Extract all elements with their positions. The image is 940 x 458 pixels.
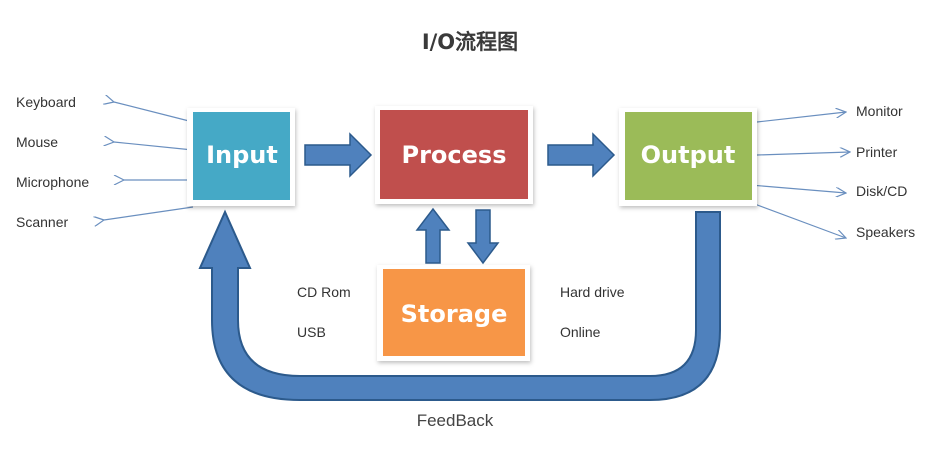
input-device-microphone: Microphone [16,174,89,190]
feedback-label: FeedBack [417,411,494,430]
output-device-disk: Disk/CD [856,183,907,199]
output-box [619,108,757,206]
process-to-storage-arrow [466,209,500,265]
process-to-output-arrow [547,132,616,178]
input-device-arrows [104,102,194,220]
input-device-mouse: Mouse [16,134,58,150]
storage-online: Online [560,324,601,340]
output-label: Output [641,141,736,169]
storage-hard-drive: Hard drive [560,284,625,300]
output-device-arrows [749,112,850,238]
output-device-speakers: Speakers [856,224,915,240]
process-label: Process [402,141,507,169]
input-box [187,108,295,206]
storage-cdrom: CD Rom [297,284,351,300]
output-device-printer: Printer [856,144,898,160]
feedback-arrow [198,209,721,401]
storage-box [377,265,530,361]
process-box [375,106,533,204]
input-device-scanner: Scanner [16,214,68,230]
input-to-process-arrow [304,132,373,178]
output-device-monitor: Monitor [856,103,903,119]
storage-label: Storage [401,300,508,328]
input-device-keyboard: Keyboard [16,94,76,110]
input-label: Input [206,141,278,169]
storage-usb: USB [297,324,326,340]
input-box-fill [193,112,290,200]
storage-to-process-arrow [415,207,451,264]
diagram-title: I/O流程图 [421,30,519,54]
